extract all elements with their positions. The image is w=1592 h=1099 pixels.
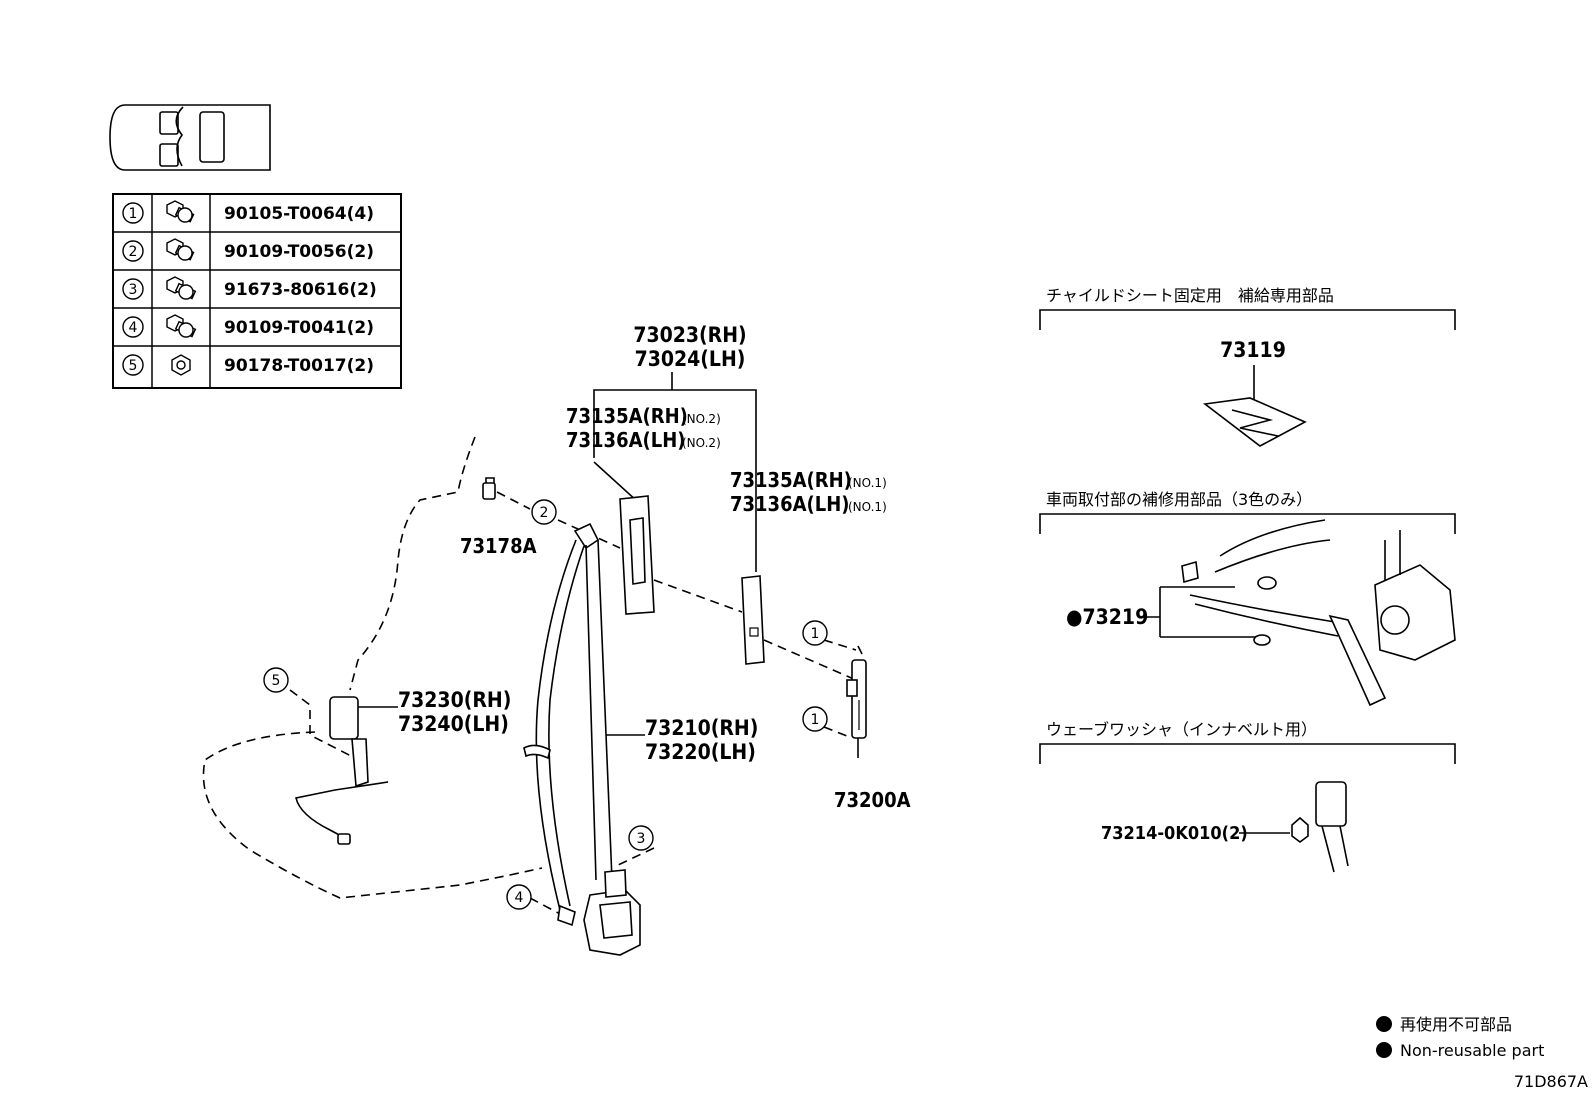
part-label-73024: 73024(LH) [635,347,746,371]
assembly-line [823,639,857,651]
table-row: 4 90109-T0041(2) [122,314,374,338]
table-row: 3 91673-80616(2) [122,276,377,300]
table-row: 5 90178-T0017(2) [122,354,374,376]
child-seat-bracket [1202,397,1307,447]
part-label-73230: 73230(RH) [398,688,511,712]
belt-cover-no1 [741,575,765,665]
row-number: 3 [129,282,138,298]
legend-en: Non-reusable part [1400,1041,1544,1060]
section-title: 車両取付部の補修用部品（3色のみ） [1046,490,1312,509]
repair-section: 車両取付部の補修用部品（3色のみ） ●73219 [1039,490,1456,707]
row-number: 2 [129,244,138,260]
callout-3: 3 [628,825,654,851]
callout-4: 4 [506,884,532,910]
callout-1: 1 [802,706,828,732]
assembly-line [496,491,531,510]
seat-outline [202,436,511,899]
diagram-code: 71D867A [1514,1072,1588,1091]
leader-line [593,461,639,503]
vehicle-locator-icon [109,104,271,171]
callout-circle [122,278,144,300]
height-adjuster [846,645,867,758]
non-reusable-marker-icon [1376,1042,1392,1058]
bolt-icon [166,314,197,338]
seat-belt-buckle [295,696,389,845]
part-label-73119: 73119 [1220,338,1286,362]
section-title: チャイルドシート固定用 補給専用部品 [1046,286,1334,305]
inner-belt-buckle [1291,781,1349,873]
row-number: 1 [129,206,138,222]
svg-text:1: 1 [811,712,820,728]
anchor-bracket [1181,519,1456,707]
legend-jp: 再使用不可部品 [1400,1015,1512,1034]
table-row: 2 90109-T0056(2) [122,238,374,262]
assembly-line [289,689,356,759]
callout-circle [122,354,144,376]
part-number: 90109-T0056(2) [224,242,374,262]
part-tag-no1: (NO.1) [848,500,887,514]
child-seat-section: チャイルドシート固定用 補給専用部品 73119 [1039,286,1456,447]
washer-section: ウェーブワッシャ（インナベルト用） 73214-0K010(2) [1039,720,1456,873]
table-row: 1 90105-T0064(4) [122,200,374,224]
assembly-line [653,579,743,613]
bolt-icon [166,200,195,223]
seat-belt-assembly [523,522,641,956]
row-number: 5 [129,358,138,374]
part-label-73135a-no2: 73135A(RH) [566,404,688,428]
seat-cushion-edge [509,867,543,876]
callout-circle [122,240,144,262]
part-number: 90109-T0041(2) [224,318,374,338]
callout-circle [122,316,144,338]
belt-guide [482,477,496,500]
assembly-line [823,726,853,739]
svg-text:3: 3 [637,831,646,847]
belt-cover-no2 [619,495,655,615]
callout-circle [122,202,144,224]
leader-bracket [593,372,757,572]
part-number: 90105-T0064(4) [224,204,374,224]
part-label-73210: 73210(RH) [645,716,758,740]
part-tag-no2: (NO.2) [682,436,721,450]
part-label-73200a: 73200A [834,788,911,812]
part-label-73178a: 73178A [460,534,537,558]
part-label-73219: ●73219 [1066,605,1148,629]
callout-2: 2 [531,499,557,525]
part-number: 90178-T0017(2) [224,356,374,376]
part-label-73214: 73214-0K010(2) [1101,823,1248,844]
part-number: 91673-80616(2) [224,280,377,300]
bolt-icon [166,276,197,300]
svg-text:2: 2 [540,505,549,521]
svg-text:1: 1 [811,626,820,642]
non-reusable-marker-icon [1376,1016,1392,1032]
legend: 再使用不可部品 Non-reusable part [1376,1015,1544,1060]
svg-text:5: 5 [272,673,281,689]
part-tag-no1: (NO.1) [848,476,887,490]
callout-1: 1 [802,620,828,646]
part-label-73240: 73240(LH) [398,712,509,736]
part-label-73136a-no2: 73136A(LH) [566,428,686,452]
part-tag-no2: (NO.2) [682,412,721,426]
retractor [583,889,641,956]
row-number: 4 [129,320,138,336]
assembly-line [529,897,563,916]
assembly-line [763,639,857,681]
nut-icon [171,354,191,376]
fastener-table: 1 90105-T0064(4) 2 90109-T0056(2) 3 [112,193,402,389]
svg-text:4: 4 [515,890,524,906]
part-label-73135a-no1: 73135A(RH) [730,468,852,492]
assembly-line [615,847,655,867]
part-label-73023: 73023(RH) [633,323,746,347]
bolt-icon [166,238,195,261]
part-label-73136a-no1: 73136A(LH) [730,492,850,516]
part-label-73220: 73220(LH) [645,740,756,764]
section-title: ウェーブワッシャ（インナベルト用） [1046,720,1317,739]
callout-5: 5 [263,667,289,693]
